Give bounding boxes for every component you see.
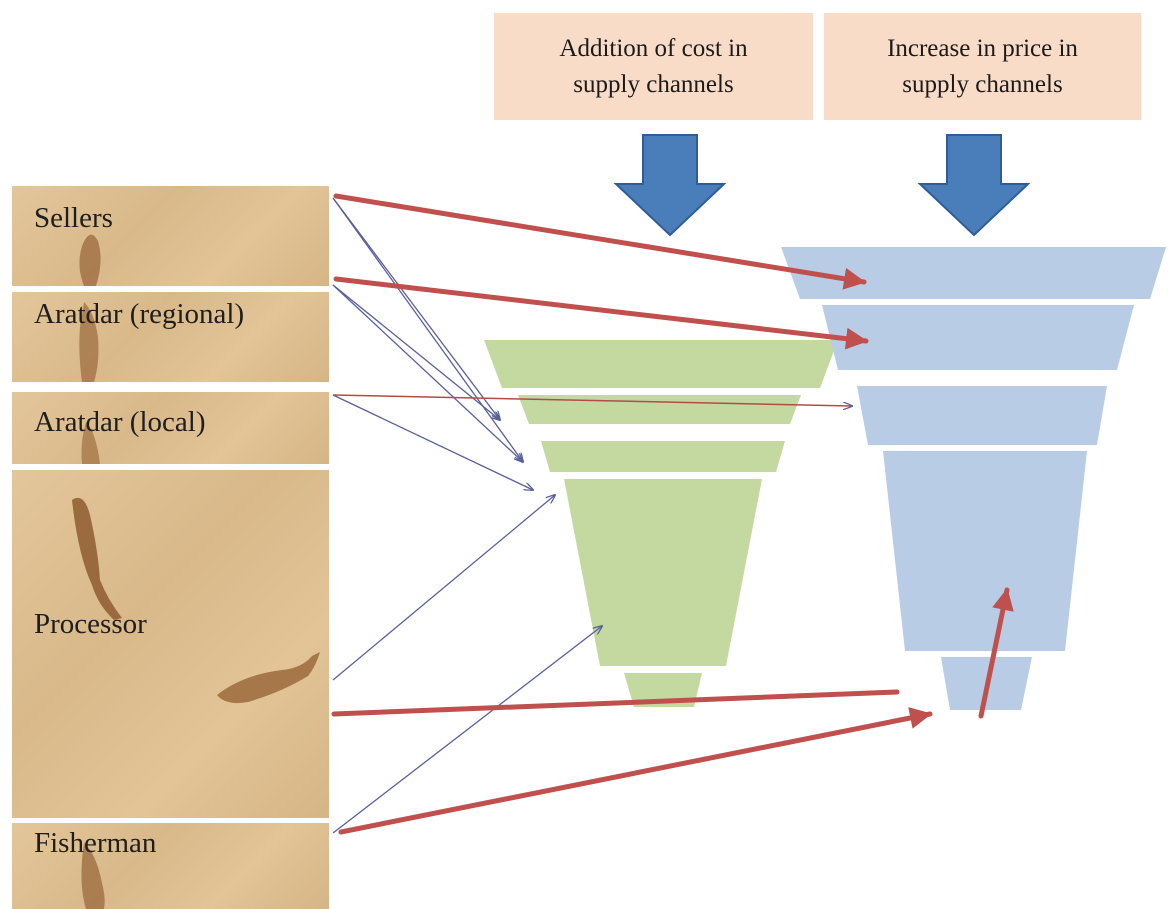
cost-funnel-level-3 [541, 441, 785, 472]
price-header-line-1: Increase in price in [887, 34, 1078, 62]
cost-funnel [484, 340, 838, 707]
cost-funnel-level-2 [518, 395, 801, 424]
fish-fossil-icon [79, 234, 101, 286]
thick-arrow [331, 689, 900, 717]
actor-panel-regional: Aratdar (regional) [12, 292, 329, 382]
price-funnel-level-3 [857, 386, 1107, 445]
thin-arrow [332, 626, 602, 834]
thin-arrow [332, 197, 500, 420]
price-header-line-2: supply channels [902, 70, 1063, 98]
thick-arrow [338, 707, 933, 835]
fish-fossil-icon [79, 302, 99, 382]
price-funnel-level-2 [822, 305, 1134, 370]
thick-arrow [333, 276, 869, 350]
price-funnel-level-4 [883, 451, 1087, 651]
thin-arrow [332, 197, 523, 462]
fish-fossil-icon [81, 843, 105, 909]
cost-header-line-2: supply channels [573, 70, 734, 98]
fish-fossil-icon [81, 422, 100, 464]
cost-header-box: Addition of cost in supply channels [494, 13, 813, 120]
actor-label-sellers: Sellers [34, 202, 113, 234]
actor-panel-local: Aratdar (local) [12, 392, 329, 464]
arrow-down-icon [917, 134, 1031, 237]
thick-arrow [978, 587, 1014, 719]
actor-panel-fisherman: Fisherman [12, 823, 329, 909]
price-funnel-level-1 [781, 247, 1166, 299]
cost-header-line-1: Addition of cost in [559, 34, 748, 62]
fish-fossil-icon [72, 497, 320, 704]
price-header-box: Increase in price in supply channels [824, 13, 1141, 120]
thin-arrow [332, 495, 555, 681]
thin-arrow [332, 284, 523, 462]
actor-label-regional: Aratdar (regional) [34, 298, 245, 330]
actor-label-processor: Processor [34, 608, 147, 640]
thin-arrow [332, 394, 533, 490]
actor-label-fisherman: Fisherman [34, 827, 157, 859]
price-increase-arrows [331, 193, 1014, 835]
actor-panel-processor: Processor [12, 470, 329, 818]
arrow-down-icon [613, 134, 727, 237]
actor-label-local: Aratdar (local) [34, 406, 206, 438]
cost-funnel-level-1 [484, 340, 838, 388]
actor-panel-sellers: Sellers [12, 186, 329, 286]
thin-red-arrow [332, 394, 852, 406]
cost-funnel-level-4 [564, 479, 762, 666]
thin-arrow [332, 284, 500, 420]
price-funnel [781, 247, 1166, 710]
thick-arrow [333, 193, 867, 290]
